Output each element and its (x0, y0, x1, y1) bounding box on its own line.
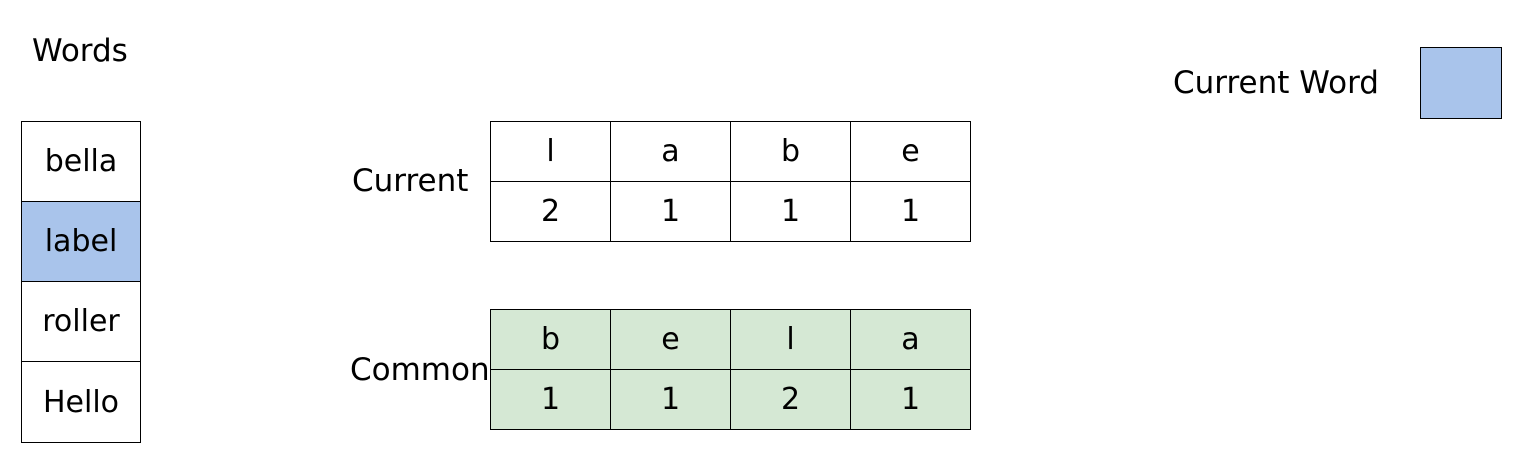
common-count-cell: 2 (730, 369, 851, 430)
common-frequency-table: b e l a 1 1 2 1 (490, 309, 971, 430)
common-letter-cell: a (850, 309, 971, 370)
legend-current-word-swatch (1420, 47, 1502, 119)
current-frequency-table: l a b e 2 1 1 1 (490, 121, 971, 242)
current-letter-cell: b (730, 121, 851, 182)
word-item-roller: roller (22, 282, 140, 362)
words-list: bella label roller Hello (21, 121, 141, 443)
common-counts-row: 1 1 2 1 (490, 369, 971, 430)
current-count-cell: 1 (850, 181, 971, 242)
current-count-cell: 1 (730, 181, 851, 242)
current-letter-cell: e (850, 121, 971, 182)
current-letter-cell: a (610, 121, 731, 182)
common-letter-cell: l (730, 309, 851, 370)
common-count-cell: 1 (610, 369, 731, 430)
current-count-cell: 1 (610, 181, 731, 242)
current-label: Current (352, 163, 469, 199)
word-item-hello: Hello (42, 384, 120, 420)
common-letter-cell: e (610, 309, 731, 370)
words-title: Words (32, 33, 128, 69)
legend-current-word-label: Current Word (1173, 65, 1379, 101)
common-letters-row: b e l a (490, 309, 971, 370)
current-letters-row: l a b e (490, 121, 971, 182)
word-item-bella: bella (22, 122, 140, 202)
word-item-label-current: label (22, 202, 140, 282)
common-count-cell: 1 (850, 369, 971, 430)
current-count-cell: 2 (490, 181, 611, 242)
common-letter-cell: b (490, 309, 611, 370)
current-counts-row: 2 1 1 1 (490, 181, 971, 242)
common-label: Common (350, 352, 490, 388)
current-letter-cell: l (490, 121, 611, 182)
common-count-cell: 1 (490, 369, 611, 430)
